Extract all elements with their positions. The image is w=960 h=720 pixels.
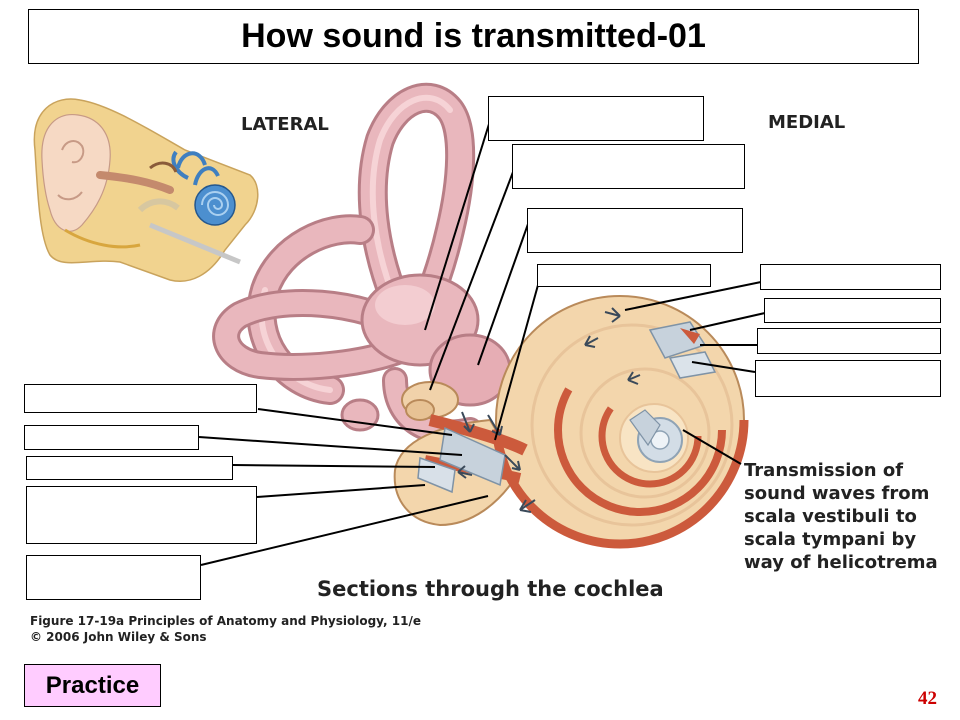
figure-caption-line-2: © 2006 John Wiley & Sons — [30, 630, 207, 644]
leader-lines — [198, 123, 766, 566]
lateral-label: LATERAL — [241, 114, 329, 135]
transmission-annotation: Transmission of sound waves from scala v… — [744, 460, 938, 573]
medial-label: MEDIAL — [768, 112, 846, 133]
answer-box-1[interactable] — [488, 96, 704, 141]
page-number: 42 — [918, 688, 937, 709]
answer-box-3[interactable] — [527, 208, 743, 253]
ear-inset-illustration — [33, 98, 259, 282]
answer-box-2[interactable] — [512, 144, 745, 189]
page-title: How sound is transmitted-01 — [28, 9, 919, 64]
answer-box-6[interactable] — [764, 298, 941, 323]
answer-box-12[interactable] — [26, 486, 257, 544]
semicircular-canals — [212, 82, 483, 446]
answer-box-13[interactable] — [26, 555, 201, 600]
answer-box-7[interactable] — [757, 328, 941, 354]
answer-box-4[interactable] — [537, 264, 711, 287]
figure-caption-line-1: Figure 17-19a Principles of Anatomy and … — [30, 614, 422, 628]
practice-button[interactable]: Practice — [24, 664, 161, 707]
answer-box-10[interactable] — [24, 425, 199, 450]
answer-box-8[interactable] — [755, 360, 941, 397]
figure-caption: Figure 17-19a Principles of Anatomy and … — [30, 613, 421, 645]
answer-box-5[interactable] — [760, 264, 941, 290]
answer-box-11[interactable] — [26, 456, 233, 480]
sections-caption: Sections through the cochlea — [317, 577, 664, 601]
answer-box-9[interactable] — [24, 384, 257, 413]
